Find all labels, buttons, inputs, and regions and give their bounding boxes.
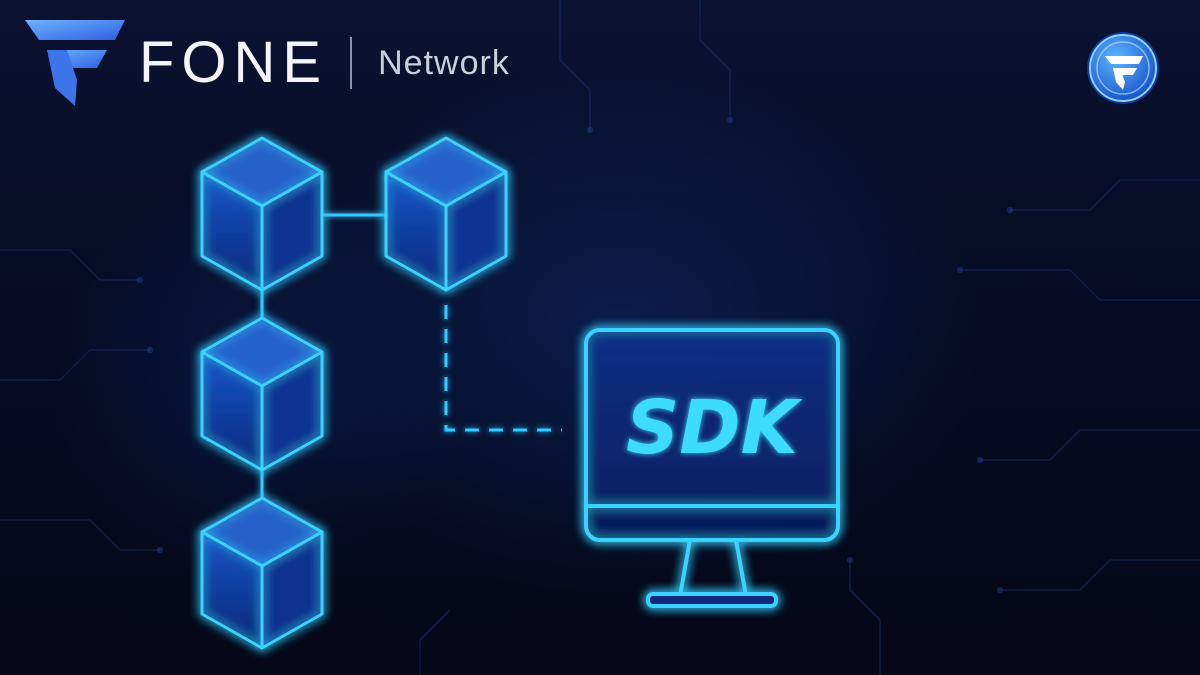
blockchain-cube-icon — [200, 496, 324, 650]
brand-divider — [350, 37, 353, 89]
fone-logo-icon — [25, 20, 125, 106]
brand-subtitle: Network — [378, 44, 510, 82]
brand-name: FONE — [139, 30, 329, 95]
dashed-connector — [444, 305, 562, 432]
sdk-label: SDK — [626, 385, 803, 471]
fone-coin-icon — [1087, 32, 1159, 104]
blockchain-cube-icon — [384, 136, 508, 292]
blockchain-cube-icon — [200, 136, 324, 292]
brand-header: FONE Network — [25, 18, 510, 108]
blockchain-cube-icon — [200, 316, 324, 472]
monitor-icon — [584, 328, 840, 608]
